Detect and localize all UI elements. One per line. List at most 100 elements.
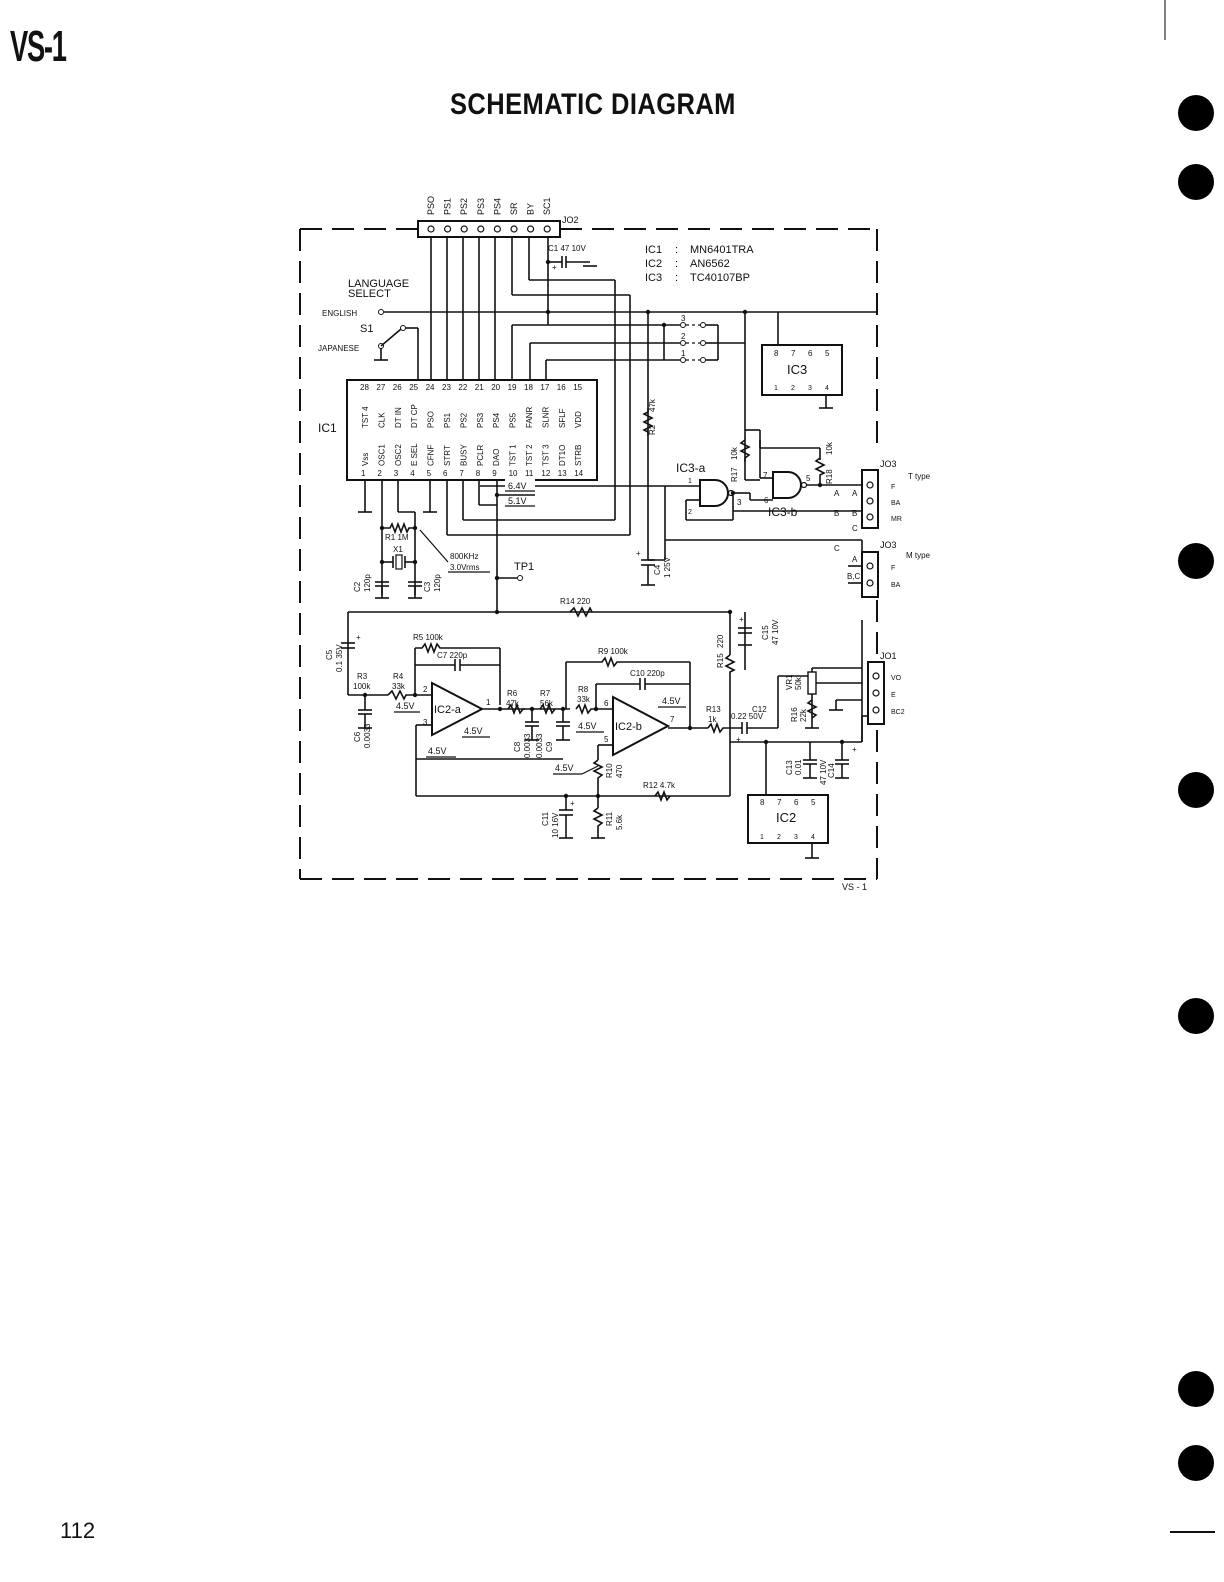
- ic1-pin-number: 28: [360, 383, 369, 392]
- jo2-pin-name: SR: [509, 202, 519, 215]
- r2-c4: R2 47k + C4 1 25V: [636, 398, 700, 586]
- ic1-pin-name: PS3: [476, 412, 485, 428]
- language-heading-1: LANGUAGE: [348, 278, 409, 290]
- jo1-pin-bc2: BC2: [891, 709, 905, 716]
- svg-text:5: 5: [604, 735, 609, 744]
- svg-text:1: 1: [486, 698, 491, 707]
- ic1-pin-name: DT IN: [394, 407, 403, 428]
- c14-ref: C14: [827, 763, 836, 778]
- binder-hole: [1178, 543, 1214, 579]
- c1-label: C1 47 10V: [548, 244, 586, 253]
- switch-pos-1: 1: [681, 349, 686, 358]
- connector-jo3-t: JO3 T type F BA MR C: [852, 459, 931, 533]
- ic1-pin-name: E SEL: [410, 443, 419, 466]
- ic3-label: IC3: [787, 362, 807, 377]
- ic1-pin-number: 5: [427, 469, 432, 478]
- filter-section: R6 47k R7 56k C8 0.0033 C9 0.0033: [506, 689, 570, 758]
- ic1-pin-name: PS2: [459, 412, 468, 428]
- r10-value: 470: [615, 764, 624, 778]
- ic1-pin-name: PSO: [427, 411, 436, 428]
- ic1-pin-number: 21: [475, 383, 484, 392]
- ic3-ref: IC3: [645, 272, 662, 284]
- jo1-label: JO1: [880, 651, 897, 661]
- r7-value: 56k: [540, 699, 554, 708]
- svg-text:+: +: [570, 799, 575, 808]
- ic3-gates: IC3-a 3 1 2 IC3-b 5 7 6 R18 10k R17 10k: [665, 429, 862, 553]
- ic1-pin-number: 11: [525, 469, 534, 478]
- ic1-pin-number: 12: [541, 469, 550, 478]
- ic3-pin-number: 8: [774, 349, 779, 358]
- ic1-pin-number: 19: [508, 383, 517, 392]
- ic2-pin-number: 7: [777, 798, 782, 807]
- jo2-wiring: [430, 237, 680, 535]
- ic2b-stage: R9 100k C10 220p R8 33k IC2-b 6 5 7 4.5V…: [416, 647, 731, 839]
- r3-value: 100k: [353, 682, 371, 691]
- connector-jo3-m: JO3 M type F BA A B,C: [847, 540, 931, 598]
- r16-value: 22k: [799, 708, 808, 722]
- ic1-pin-number: 25: [409, 383, 418, 392]
- c6-value: 0.0033: [363, 723, 372, 748]
- ic1-pin-number: 7: [459, 469, 464, 478]
- ic2-pin-number: 5: [811, 798, 816, 807]
- tp1-label: TP1: [514, 561, 534, 573]
- ic1-pin-number: 13: [558, 469, 567, 478]
- jo2-pin-name: BY: [526, 203, 536, 215]
- connector-pin: [477, 225, 485, 233]
- osc-level: 3.0Vrms: [450, 563, 480, 572]
- ic1-pin-number: 6: [443, 469, 448, 478]
- voltage-ic2b-bias: 4.5V: [555, 763, 574, 773]
- ic3-pin-number: 7: [791, 349, 796, 358]
- ic2-part: AN6562: [690, 258, 730, 270]
- ic1-pin-name: PCLR: [476, 444, 485, 466]
- ic2-pin-number: 2: [777, 834, 781, 841]
- c11-ref: C11: [541, 811, 550, 826]
- language-heading-2: SELECT: [348, 288, 391, 300]
- ic3-pin-number: 3: [808, 385, 812, 392]
- c3-value: 120p: [433, 574, 442, 592]
- svg-text:1: 1: [688, 478, 692, 485]
- c5-ref: C5: [325, 649, 334, 660]
- ic2-pin-number: 6: [794, 798, 799, 807]
- board-label: VS - 1: [842, 882, 867, 892]
- r18-ref: R18: [825, 469, 834, 484]
- connector-pin: [493, 225, 501, 233]
- ic1-pin-name: Vss: [361, 453, 370, 466]
- english-label: ENGLISH: [322, 309, 357, 318]
- audio-rail: R14 220 + C5 0.1 35V + C15 47 10V R15 22…: [325, 597, 780, 728]
- c2-ref: C2: [353, 581, 362, 592]
- language-select: LANGUAGE SELECT ENGLISH S1 JAPANESE: [318, 278, 878, 380]
- c4-ref: C4: [653, 564, 662, 575]
- svg-text:3: 3: [423, 718, 428, 727]
- ic1-pin-name: VDD: [574, 411, 583, 428]
- connector-pin: [444, 225, 452, 233]
- ic1-pin-name: SLNR: [541, 406, 550, 428]
- r2-value: 47k: [648, 398, 657, 412]
- ic1-bottom-wiring: 6.4V 5.1V: [358, 479, 666, 612]
- c2-value: 120p: [363, 574, 372, 592]
- r8-ref: R8: [578, 685, 589, 694]
- ic1-pin-name: TST 1: [509, 444, 518, 466]
- connector-pin: [510, 225, 518, 233]
- c8-ref: C8: [513, 741, 522, 752]
- jo2-pin-name: PS3: [476, 198, 486, 215]
- ic-list: IC1 : MN6401TRA IC2 : AN6562 IC3 : TC401…: [645, 244, 754, 284]
- jo3t-label: JO3: [880, 459, 897, 469]
- binder-hole: [1178, 164, 1214, 200]
- jo3m-label: JO3: [880, 540, 897, 550]
- connector-jo1: JO1 VO E BC2: [867, 651, 905, 725]
- svg-text:7: 7: [670, 715, 675, 724]
- page-number: 112: [60, 1518, 96, 1543]
- c10-label: C10 220p: [630, 669, 665, 678]
- r7-ref: R7: [540, 689, 551, 698]
- ic1-pin-number: 1: [361, 469, 366, 478]
- svg-text:7: 7: [763, 471, 768, 480]
- ic1-pin-number: 20: [491, 383, 500, 392]
- ic1-label: IC1: [318, 421, 337, 435]
- r9-label: R9 100k: [598, 647, 629, 656]
- voltage-6-4v: 6.4V: [508, 481, 527, 491]
- binder-hole: [1178, 772, 1214, 808]
- x1-label: X1: [393, 545, 403, 554]
- ic3a-label: IC3-a: [676, 461, 706, 475]
- c13-ref: C13: [785, 760, 794, 775]
